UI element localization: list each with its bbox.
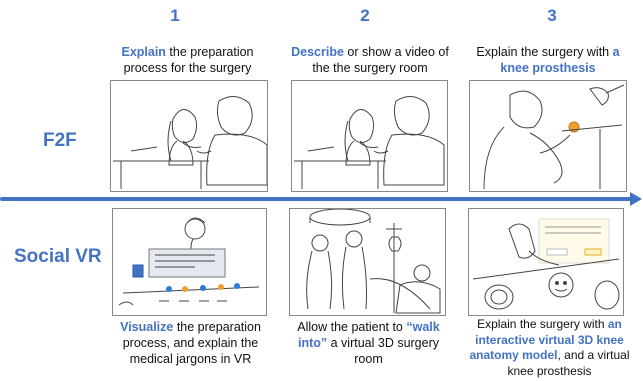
f2f-sketch-1 (110, 80, 268, 192)
timeline-arrow-line (0, 197, 632, 201)
vr-caption-3-text-b: , and a virtual knee prosthesis (507, 348, 630, 378)
f2f-sketch-2 (291, 80, 448, 192)
f2f-caption-1-text: the preparation process for the surgery (123, 45, 254, 75)
vr-caption-3-highlight: an interactive virtual 3D knee anatomy m… (469, 317, 624, 362)
step-number-1: 1 (170, 6, 180, 25)
vr-sketch-1 (112, 208, 267, 316)
vr-caption-2: Allow the patient to “walk into” a virtu… (291, 319, 446, 367)
f2f-sketch-3 (469, 80, 627, 192)
vr-caption-1-highlight: Visualize (120, 320, 174, 334)
vr-sketch-3 (468, 208, 624, 316)
f2f-caption-3: Explain the surgery with a knee prosthes… (468, 44, 628, 76)
vr-caption-3-text-a: Explain the surgery with (477, 317, 608, 331)
vr-caption-2-text-a: Allow the patient to (297, 320, 407, 334)
vr-caption-1-text: the preparation process, and explain the… (122, 320, 261, 366)
vr-caption-2-highlight: “walk into” (297, 320, 440, 350)
row-label-social-vr: Social VR (14, 246, 102, 267)
vr-caption-3: Explain the surgery with an interactive … (463, 317, 636, 379)
step-number-3: 3 (547, 6, 557, 25)
vr-caption-2-text-b: a virtual 3D surgery room (327, 336, 440, 366)
f2f-caption-2-highlight: Describe (291, 45, 344, 59)
timeline-arrowhead (630, 192, 642, 206)
vr-sketch-2 (289, 208, 446, 316)
f2f-caption-2-text: or show a video of the the surgery room (312, 45, 449, 75)
f2f-caption-1-highlight: Explain (121, 45, 166, 59)
row-label-f2f: F2F (43, 130, 77, 151)
step-number-2: 2 (360, 6, 370, 25)
vr-caption-1: Visualize the preparation process, and e… (108, 319, 273, 367)
f2f-caption-3-highlight: a knee prosthesis (500, 45, 620, 75)
f2f-caption-2: Describe or show a video of the the surg… (285, 44, 455, 76)
f2f-caption-3-text: Explain the surgery with (476, 45, 613, 59)
f2f-caption-1: Explain the preparation process for the … (110, 44, 265, 76)
